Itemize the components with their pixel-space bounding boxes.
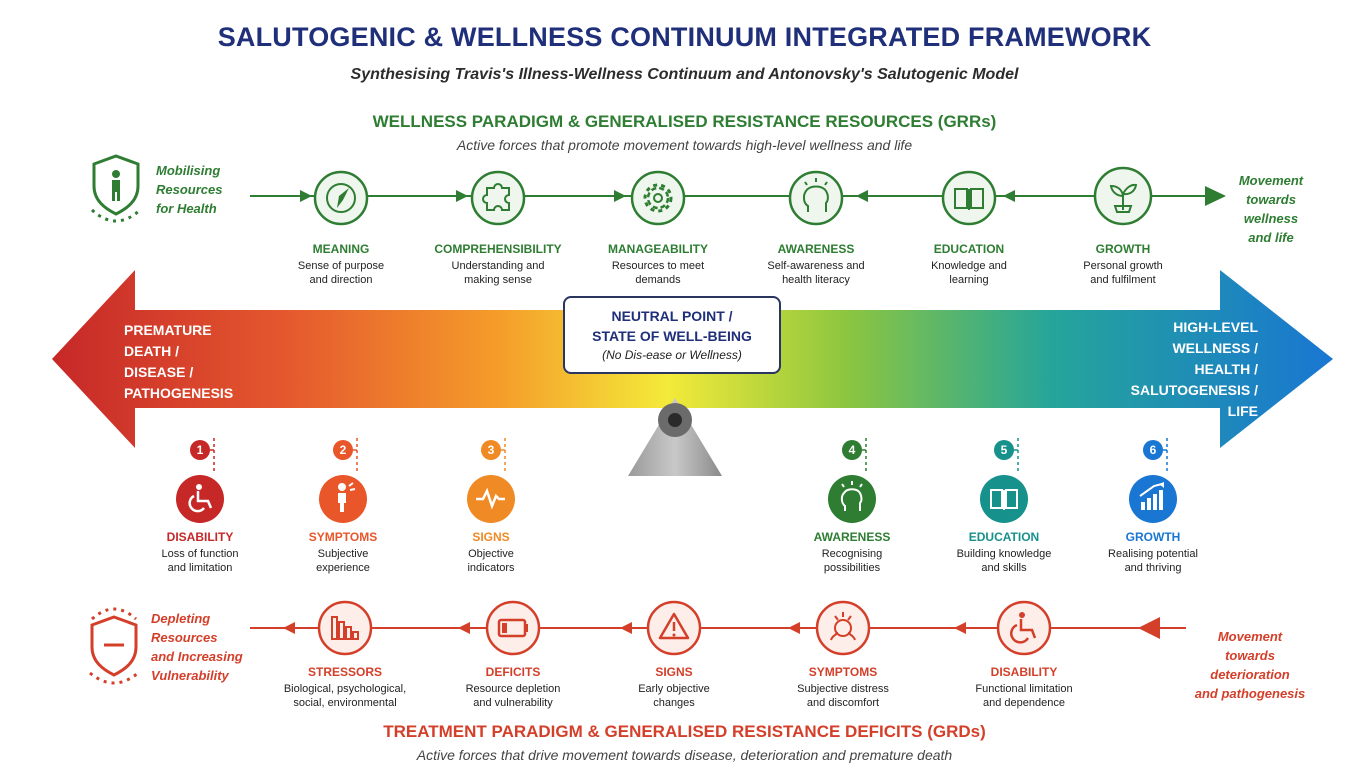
growth-chart-icon — [1129, 475, 1177, 523]
depleting-resources-label: Depleting Resources and Increasing Vulne… — [151, 611, 243, 683]
step-label: EDUCATION — [968, 530, 1040, 544]
movement-towards-wellness-label: Movement towards wellness and life — [1238, 173, 1304, 245]
compass-icon — [313, 170, 369, 226]
step-number: 4 — [849, 443, 856, 457]
stressed-head-icon — [815, 600, 871, 656]
step-label: GROWTH — [1125, 530, 1181, 544]
step-number-badge: 3 — [481, 438, 506, 474]
step-number-badge: 6 — [1143, 438, 1168, 474]
sprout-icon — [1093, 166, 1153, 226]
head-lightbulb-icon — [788, 170, 844, 226]
step-label: SYMPTOMS — [308, 530, 378, 544]
high-level-wellness-label: HIGH-LEVEL WELLNESS / HEALTH / SALUTOGEN… — [1130, 319, 1258, 419]
wellness-paradigm-title: WELLNESS PARADIGM & GENERALISED RESISTAN… — [372, 112, 997, 131]
step-number: 1 — [197, 443, 204, 457]
low-battery-icon — [485, 600, 541, 656]
gear-icon — [630, 170, 686, 226]
book-icon — [980, 475, 1028, 523]
treatment-paradigm-title: TREATMENT PARADIGM & GENERALISED RESISTA… — [383, 722, 986, 741]
pulse-icon — [467, 475, 515, 523]
person-pain-icon — [319, 475, 367, 523]
step-label: AWARENESS — [813, 530, 891, 544]
step-number-badge: 5 — [994, 438, 1019, 474]
warning-icon — [646, 600, 702, 656]
step-number-badge: 1 — [190, 438, 215, 474]
step-number: 6 — [1150, 443, 1157, 457]
movement-towards-deterioration-label: Movement towards deterioration and patho… — [1194, 629, 1306, 701]
wellness-paradigm-subtitle: Active forces that promote movement towa… — [456, 137, 913, 153]
fulcrum-icon — [628, 398, 722, 476]
shield-person-icon — [90, 154, 142, 223]
shield-minus-icon — [89, 607, 139, 685]
premature-death-label: PREMATURE DEATH / DISEASE / PATHOGENESIS — [124, 322, 234, 401]
step-number-badge: 2 — [333, 438, 358, 474]
page-title: SALUTOGENIC & WELLNESS CONTINUUM INTEGRA… — [217, 22, 1152, 52]
mobilising-resources-label: Mobilising Resources for Health — [156, 163, 223, 216]
step-label: SIGNS — [472, 530, 510, 544]
neutral-point-box: NEUTRAL POINT / STATE OF WELL-BEING (No … — [563, 296, 781, 374]
wheelchair-icon — [996, 600, 1052, 656]
step-number: 5 — [1001, 443, 1008, 457]
page-subtitle: Synthesising Travis's Illness-Wellness C… — [350, 66, 1019, 83]
puzzle-icon — [470, 170, 526, 226]
step-label: DISABILITY — [166, 530, 234, 544]
step-number: 2 — [340, 443, 347, 457]
step-number-badge: 4 — [842, 438, 867, 474]
book-icon — [941, 170, 997, 226]
wheelchair-icon — [176, 475, 224, 523]
step-number: 3 — [488, 443, 495, 457]
declining-bars-icon — [317, 600, 373, 656]
head-lightbulb-icon — [828, 475, 876, 523]
treatment-paradigm-subtitle: Active forces that drive movement toward… — [416, 747, 953, 763]
